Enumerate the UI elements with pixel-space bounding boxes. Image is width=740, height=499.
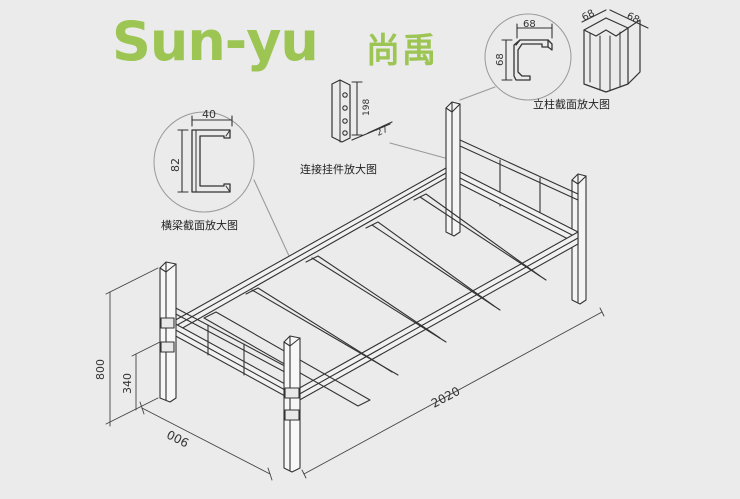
dim-post-3d-b: 68 [625,11,641,26]
dim-connector-width: 27 [375,125,390,139]
brand-logo-chinese: 尚禹 [366,31,438,71]
brand-logo-latin: Sun-yu [112,10,319,73]
connector-detail [331,79,446,159]
bed-frame [159,101,587,473]
dim-beam-height: 82 [169,158,182,172]
post-section-caption: 立柱截面放大图 [533,98,610,111]
post-section-detail [459,13,572,101]
beam-section-caption: 横梁截面放大图 [161,219,238,232]
connector-caption: 连接挂件放大图 [300,163,377,176]
dim-beam-width: 40 [202,108,216,121]
dim-post-depth: 68 [495,53,506,66]
beam-section-detail [153,111,291,259]
dim-post-3d-a: 68 [580,8,596,24]
dimension-lines [105,267,605,481]
dim-rail-height: 340 [121,373,134,394]
post-3d-detail [581,9,649,93]
dim-bed-width: 900 [165,427,192,450]
dim-post-width: 68 [523,19,536,30]
dim-bed-height: 800 [94,359,107,380]
dim-bed-length: 2020 [429,384,463,411]
dim-connector-height: 198 [362,99,372,116]
